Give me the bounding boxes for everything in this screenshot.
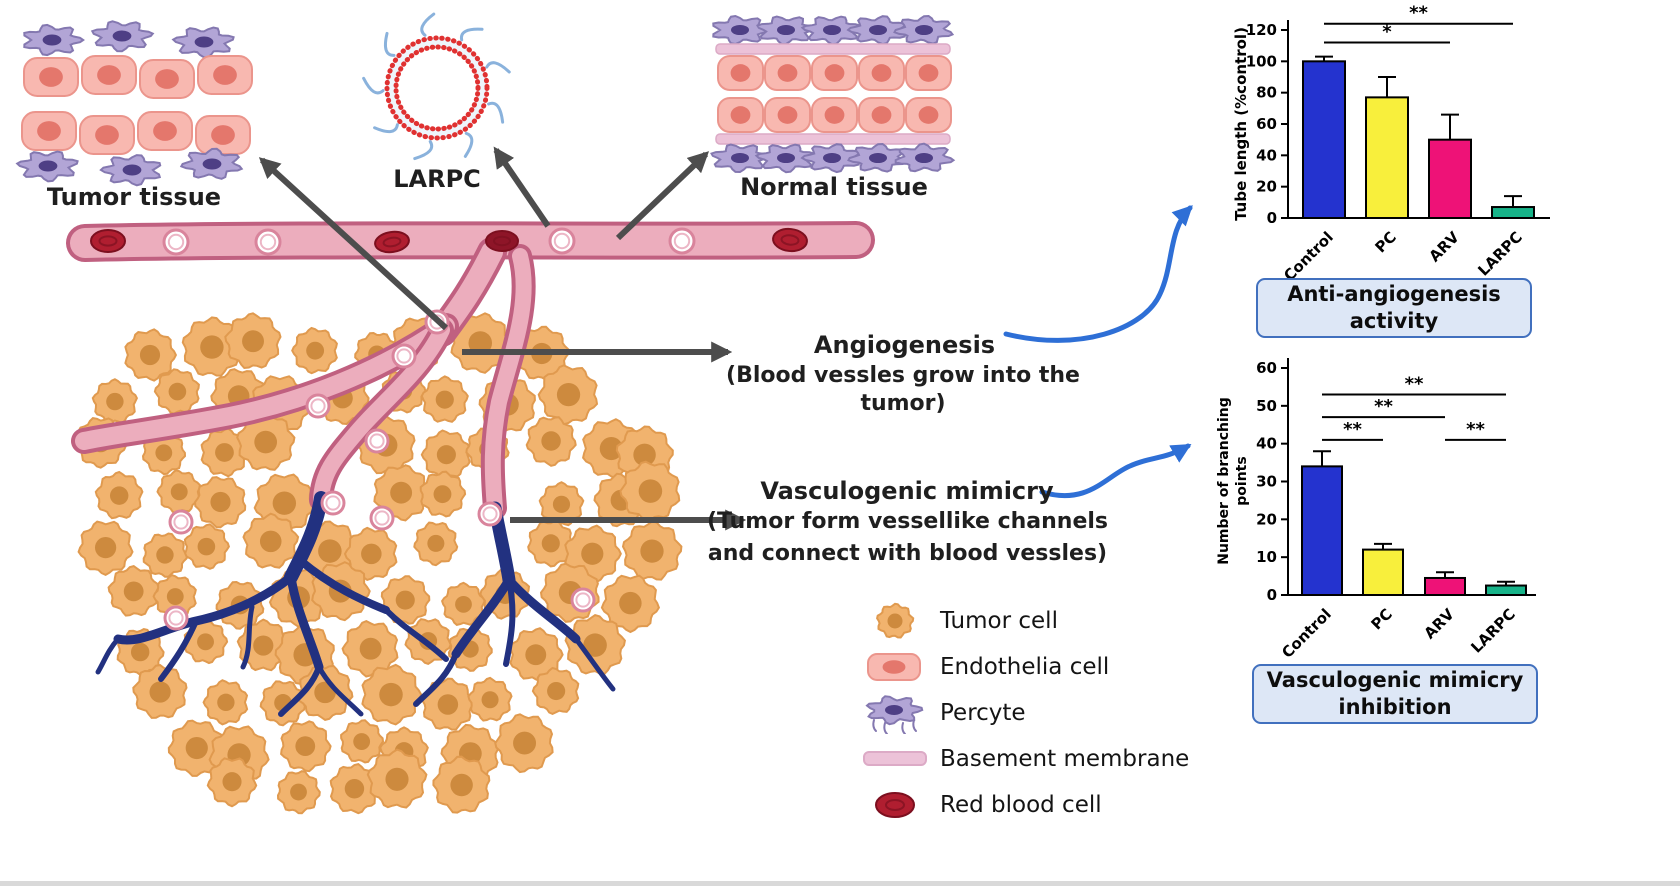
figure-bottom-border [0, 881, 1680, 886]
svg-text:*: * [1382, 22, 1392, 43]
legend-label-red-blood-cell: Red blood cell [940, 792, 1102, 818]
svg-text:**: ** [1466, 419, 1485, 440]
svg-text:ARV: ARV [1421, 605, 1459, 643]
svg-text:Control: Control [1278, 605, 1335, 662]
legend-item-pericyte: Percyte [858, 692, 1189, 734]
svg-text:50: 50 [1256, 397, 1277, 415]
vasculogenic-mimicry-caption: Vasculogenic mimicry inhibition [1252, 664, 1538, 724]
svg-text:LARPC: LARPC [1467, 605, 1518, 656]
angiogenesis-subtitle: (Blood vessles grow into the tumor) [726, 363, 1080, 416]
chart2-y-axis-label-line1: Number of branching [1216, 397, 1232, 565]
legend-label-endothelia-cell: Endothelia cell [940, 654, 1110, 680]
tumor-tissue-label: Tumor tissue [46, 183, 222, 211]
caption1-line1: Anti-angiogenesis [1287, 281, 1501, 306]
svg-text:LARPC: LARPC [1474, 228, 1525, 279]
legend-label-basement-membrane: Basement membrane [940, 746, 1190, 772]
svg-text:10: 10 [1256, 548, 1277, 566]
legend-item-endothelia-cell: Endothelia cell [858, 646, 1189, 688]
red-blood-cell-icon [875, 792, 915, 818]
vasculogenic-mimicry-title: Vasculogenic mimicry [760, 477, 1054, 505]
svg-text:**: ** [1343, 419, 1362, 440]
tumor-cell-icon [876, 602, 915, 639]
svg-text:Control: Control [1280, 228, 1337, 285]
chart1-y-axis-label: Tube length (%control) [1232, 27, 1250, 221]
legend-item-red-blood-cell: Red blood cell [858, 784, 1189, 826]
caption2-line2: inhibition [1338, 695, 1452, 719]
svg-text:**: ** [1374, 396, 1393, 417]
legend-label-pericyte: Percyte [940, 700, 1026, 726]
svg-text:PC: PC [1372, 228, 1400, 256]
svg-text:60: 60 [1256, 115, 1277, 133]
svg-text:**: ** [1405, 373, 1424, 394]
svg-text:0: 0 [1267, 586, 1277, 604]
svg-text:20: 20 [1256, 178, 1277, 196]
vasculogenic-mimicry-subtitle-2: and connect with blood vessles) [707, 541, 1108, 566]
svg-text:40: 40 [1256, 435, 1277, 453]
legend-label-tumor-cell: Tumor cell [940, 608, 1058, 634]
svg-text:80: 80 [1256, 84, 1277, 102]
larpc-label: LARPC [393, 165, 481, 193]
normal-tissue-label: Normal tissue [740, 173, 928, 201]
legend: Tumor cell Endothelia cell Percyte Basem… [858, 600, 1189, 826]
vasculogenic-mimicry-subtitle-1: (Tumor form vessellike channels [706, 509, 1109, 534]
anti-angiogenesis-caption: Anti-angiogenesis activity [1256, 278, 1532, 338]
svg-text:0: 0 [1267, 209, 1277, 227]
legend-item-tumor-cell: Tumor cell [858, 600, 1189, 642]
svg-text:**: ** [1409, 3, 1428, 24]
svg-text:20: 20 [1256, 510, 1277, 528]
anti-angiogenesis-chart: Tube length (%control) 0 20 40 60 80 100 120Co… [1232, 3, 1550, 285]
legend-item-basement-membrane: Basement membrane [858, 738, 1189, 780]
caption2-line1: Vasculogenic mimicry [1266, 667, 1524, 692]
pericyte-icon [865, 695, 924, 734]
svg-text:120: 120 [1246, 21, 1277, 39]
svg-text:ARV: ARV [1426, 228, 1464, 266]
svg-text:60: 60 [1256, 359, 1277, 377]
caption1-line2: activity [1349, 309, 1439, 333]
svg-text:PC: PC [1368, 605, 1396, 633]
vasculogenic-mimicry-chart: Number of branching points 0 10 20 30 40 50 60… [1216, 358, 1536, 662]
svg-text:40: 40 [1256, 146, 1277, 164]
angiogenesis-title: Angiogenesis [813, 331, 996, 359]
basement-membrane-icon [863, 751, 927, 766]
svg-text:100: 100 [1246, 52, 1277, 70]
endothelia-cell-icon [867, 653, 921, 681]
chart2-y-axis-label-line2: points [1234, 456, 1250, 505]
svg-text:30: 30 [1256, 473, 1277, 491]
